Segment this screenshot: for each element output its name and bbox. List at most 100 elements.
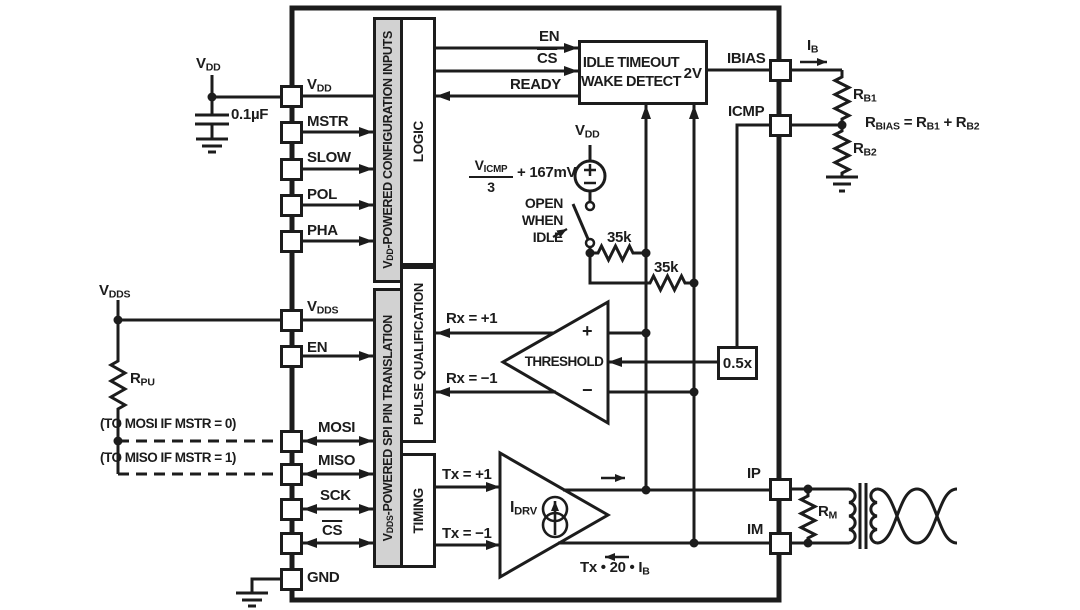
ib-label: IB bbox=[807, 37, 819, 56]
pin-box-ibias bbox=[769, 59, 792, 82]
cap-value-label: 0.1µF bbox=[231, 106, 269, 123]
pin-box-pol bbox=[280, 194, 303, 217]
idle-timeout-block: IDLE TIMEOUT WAKE DETECT 2V bbox=[578, 40, 708, 105]
half-x-block: 0.5x bbox=[717, 346, 758, 380]
icmp-to-halfx bbox=[608, 123, 769, 367]
rb1-label: RB1 bbox=[853, 86, 877, 105]
pin-box-mosi bbox=[280, 430, 303, 453]
open-when-idle-label: OPEN WHEN IDLE bbox=[497, 195, 564, 246]
threshold-plus-label: + bbox=[582, 321, 593, 341]
two-volt-label: 2V bbox=[683, 65, 702, 82]
rx-plus-label: Rx = +1 bbox=[446, 310, 498, 327]
pin-label-mosi: MOSI bbox=[318, 419, 356, 436]
pulse-qualification-label: PULSE QUALIFICATION bbox=[410, 283, 426, 426]
idle-line1: IDLE TIMEOUT bbox=[582, 54, 680, 71]
pin-label-en: EN bbox=[307, 339, 328, 356]
pin-box-pha bbox=[280, 230, 303, 253]
signal-ready-label: READY bbox=[510, 76, 562, 93]
pin-box-cs bbox=[280, 532, 303, 555]
logic-block-label: LOGIC bbox=[410, 120, 426, 163]
pin-box-gnd bbox=[280, 568, 303, 591]
tx-plus-label: Tx = +1 bbox=[442, 466, 492, 483]
rpu-resistor-icon bbox=[107, 320, 129, 474]
spi-translation-bar: VDDS-POWERED SPI PIN TRANSLATION bbox=[373, 288, 403, 568]
pin-label-slow: SLOW bbox=[307, 149, 351, 166]
fraction-bar bbox=[469, 176, 513, 179]
vicmp-denominator: 3 bbox=[487, 179, 495, 196]
junction-dots bbox=[113, 92, 847, 548]
rb2-resistor-icon bbox=[831, 125, 853, 177]
pin-label-sck: SCK bbox=[320, 487, 351, 504]
idle-sense-lines bbox=[641, 105, 699, 543]
mosi-note-label: (TO MOSI IF MSTR = 0) bbox=[100, 416, 236, 431]
signal-cs-label: CS bbox=[537, 50, 558, 67]
pin-wires bbox=[303, 94, 376, 548]
tx-current-label: Tx • 20 • IB bbox=[580, 559, 650, 578]
config-inputs-bar: VDD-POWERED CONFIGURATION INPUTS bbox=[373, 17, 403, 283]
transformer-secondary-icon bbox=[869, 487, 878, 545]
logic-idle-signals bbox=[436, 43, 578, 101]
switch-blade-icon bbox=[571, 203, 590, 240]
owi-line2: WHEN bbox=[521, 212, 564, 228]
resistor-35k-1-label: 35k bbox=[607, 229, 632, 246]
rx-minus-label: Rx = −1 bbox=[446, 370, 498, 387]
rpu-label: RPU bbox=[130, 370, 155, 389]
threshold-minus-label: − bbox=[582, 380, 593, 400]
vdd-supply-label: VDD bbox=[196, 55, 221, 74]
rm-label: RM bbox=[818, 503, 838, 522]
line-interface bbox=[792, 483, 958, 549]
pin-label-icmp: ICMP bbox=[728, 103, 765, 120]
output-driver bbox=[436, 450, 769, 580]
pin-box-miso bbox=[280, 463, 303, 486]
rb2-label: RB2 bbox=[853, 140, 877, 159]
rm-resistor-icon bbox=[797, 489, 819, 543]
pin-box-slow bbox=[280, 158, 303, 181]
vicmp-offset-label: + 167mV bbox=[517, 164, 577, 181]
vdds-supply-label: VDDS bbox=[99, 282, 131, 301]
pin-label-vdd: VDD bbox=[307, 76, 332, 95]
timing-block: TIMING bbox=[400, 453, 436, 568]
owi-line1: OPEN bbox=[524, 195, 563, 211]
pin-box-en bbox=[280, 345, 303, 368]
pin-box-vdd bbox=[280, 85, 303, 108]
resistor-35k-2-icon bbox=[588, 253, 694, 294]
config-inputs-bar-label: VDD-POWERED CONFIGURATION INPUTS bbox=[381, 31, 395, 269]
gnd-ground-icon bbox=[236, 577, 280, 608]
pulse-qualification-block: PULSE QUALIFICATION bbox=[400, 266, 436, 443]
resistor-35k-2-label: 35k bbox=[654, 259, 679, 276]
pin-box-icmp bbox=[769, 114, 792, 137]
pin-label-miso: MISO bbox=[318, 452, 356, 469]
pin-label-vdds: VDDS bbox=[307, 298, 339, 317]
ground-icon bbox=[826, 175, 858, 193]
twisted-pair-icon bbox=[876, 487, 958, 545]
pin-label-im: IM bbox=[747, 521, 764, 538]
pin-box-vdds bbox=[280, 309, 303, 332]
threshold-label: THRESHOLD bbox=[524, 354, 604, 369]
vicmp-fraction: VICMP 3 bbox=[467, 157, 515, 195]
resistor-35k-1-icon bbox=[590, 242, 646, 264]
timing-block-label: TIMING bbox=[410, 487, 426, 534]
threshold-comparator bbox=[436, 299, 694, 426]
idrv-label: IDRV bbox=[510, 499, 537, 518]
pin-label-pol: POL bbox=[307, 186, 337, 203]
rbias-equation: RBIAS = RB1 + RB2 bbox=[865, 114, 980, 133]
spi-translation-bar-label: VDDS-POWERED SPI PIN TRANSLATION bbox=[381, 314, 395, 542]
signal-en-label: EN bbox=[539, 28, 560, 45]
pin-box-im bbox=[769, 532, 792, 555]
rb1-resistor-icon bbox=[831, 70, 853, 125]
plus-minus-icon bbox=[584, 164, 596, 185]
ground-icon bbox=[196, 137, 228, 154]
pin-box-mstr bbox=[280, 121, 303, 144]
transformer-primary-icon bbox=[848, 487, 857, 545]
pin-label-cs: CS bbox=[322, 522, 343, 539]
idle-line2: WAKE DETECT bbox=[580, 73, 682, 90]
twisted-pair-icon bbox=[876, 487, 958, 545]
chip-outline bbox=[289, 5, 782, 603]
reference-source-and-switch bbox=[552, 145, 694, 294]
mid-vdd-label: VDD bbox=[575, 122, 600, 141]
logic-block: LOGIC bbox=[400, 17, 436, 266]
switch-pointer-arrow bbox=[552, 228, 568, 238]
pin-label-ip: IP bbox=[747, 465, 761, 482]
miso-note-label: (TO MISO IF MSTR = 1) bbox=[100, 450, 236, 465]
